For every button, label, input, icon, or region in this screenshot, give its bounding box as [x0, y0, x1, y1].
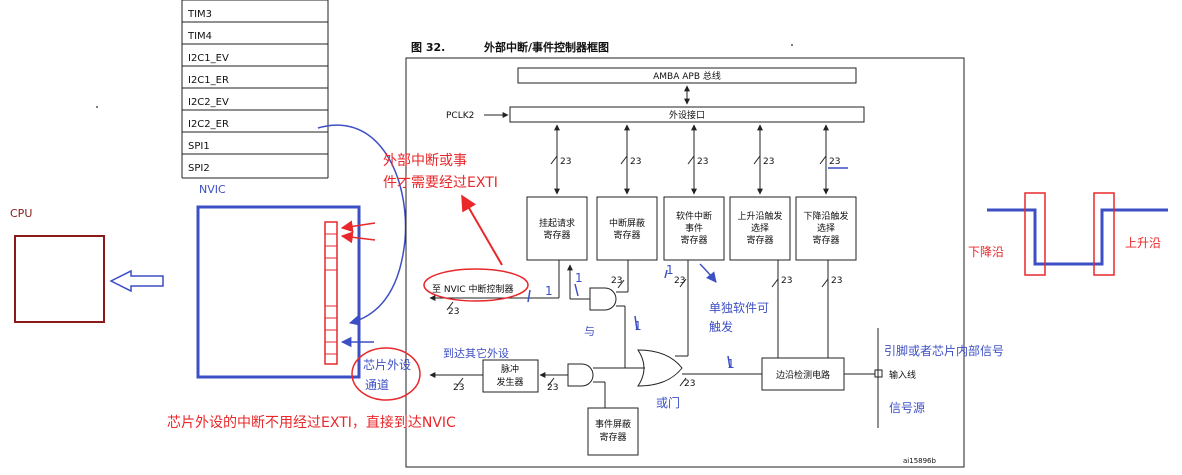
edge-detect-label: 边沿检测电路: [776, 369, 830, 381]
chip-channel-line1: 芯片外设: [363, 358, 411, 372]
figure-code: ai15896b: [903, 457, 937, 465]
svg-text:23: 23: [684, 379, 695, 389]
vector-table-row: SPI2: [188, 163, 210, 174]
or-gate-label: 或门: [656, 395, 680, 410]
register-label: 寄存器: [543, 229, 570, 241]
register-box: [729, 196, 791, 261]
annotation-arrow: [461, 194, 503, 266]
figure-title: 外部中断/事件控制器框图: [483, 40, 609, 54]
one-mark: 1: [666, 263, 674, 277]
nvic-label: NVIC: [199, 183, 226, 196]
register-label: 寄存器: [812, 234, 839, 246]
rising-edge-label: 上升沿: [1125, 236, 1161, 250]
external-only-line1: 外部中断或事: [383, 153, 467, 169]
bus-slash: [550, 155, 558, 165]
vector-table-row: SPI1: [188, 141, 210, 152]
chip-channel-highlight: [351, 347, 421, 401]
input-line-label: 输入线: [889, 369, 916, 381]
bus-slash: [753, 155, 761, 165]
svg-text:发生器: 发生器: [496, 376, 523, 388]
to-other-peripherals: 到达其它外设: [443, 346, 509, 360]
bus-width-label: 23: [560, 157, 571, 167]
vector-table-row: I2C1_EV: [188, 53, 229, 64]
svg-text:23: 23: [831, 276, 842, 286]
register-label: 寄存器: [613, 229, 640, 241]
pclk-label: PCLK2: [446, 111, 474, 121]
edge-waveform: [987, 192, 1168, 276]
nvic-ctrl-highlight: [423, 268, 529, 302]
vector-table-row: I2C1_ER: [188, 75, 229, 86]
chip-channel-line2: 通道: [365, 378, 389, 392]
external-only-line2: 件才需要经过EXTI: [383, 175, 498, 191]
one-mark: 1: [575, 271, 583, 285]
nvic-to-cpu-arrow: [109, 269, 164, 293]
logic-network: [429, 260, 883, 456]
register-label: 寄存器: [746, 234, 773, 246]
register-buses: 23 23 23 23 23: [550, 124, 840, 195]
nvic-block: NVIC: [196, 183, 376, 379]
vector-table-row: I2C2_ER: [188, 119, 229, 130]
one-mark: 1: [545, 284, 553, 298]
bus-width-label: 23: [630, 157, 641, 167]
one-mark: 1: [727, 357, 735, 371]
bus-width-label: 23: [829, 157, 840, 167]
soft-trigger-line1: 单独软件可: [709, 301, 769, 315]
vector-table-row: TIM4: [187, 31, 212, 42]
svg-text:23: 23: [547, 383, 558, 393]
bus-slash: [687, 155, 695, 165]
register-label: 软件中断: [676, 210, 712, 222]
bus-slash: [819, 155, 827, 165]
svg-text:外设接口: 外设接口: [669, 109, 705, 121]
one-mark: 1: [634, 319, 642, 333]
register-label: 选择: [817, 222, 835, 234]
register-box: [526, 196, 588, 261]
register-label: 下降沿触发: [803, 210, 848, 222]
vector-table-row: TIM3: [187, 9, 212, 20]
vector-table-row: I2C2_EV: [188, 97, 229, 108]
bus-width-label: 23: [763, 157, 774, 167]
nvic-controller-label: 至 NVIC 中断控制器: [432, 283, 514, 295]
and-gate-label: 与: [584, 325, 595, 338]
dot-mark: [96, 106, 98, 108]
svg-text:23: 23: [448, 307, 459, 317]
cpu-label: CPU: [10, 207, 32, 220]
register-label: 挂起请求: [539, 217, 575, 229]
signal-source-label: 信号源: [889, 401, 925, 415]
register-label: 中断屏蔽: [609, 217, 645, 229]
svg-text:事件屏蔽: 事件屏蔽: [595, 418, 631, 430]
register-box: [663, 196, 725, 261]
svg-text:23: 23: [611, 276, 622, 286]
amba-bus: AMBA APB 总线: [517, 67, 857, 84]
pin-signal-label: 引脚或者芯片内部信号: [884, 343, 1004, 358]
peripheral-interface: 外设接口 PCLK2: [446, 106, 865, 123]
exti-frame: [405, 57, 965, 468]
soft-trigger-line2: 触发: [709, 319, 733, 334]
bus-width-label: 23: [697, 157, 708, 167]
figure-number: 图 32.: [411, 41, 445, 54]
register-row: 挂起请求寄存器中断屏蔽寄存器软件中断事件寄存器上升沿触发选择寄存器下降沿触发选择…: [526, 196, 857, 261]
dot-mark: [791, 44, 793, 46]
svg-text:AMBA APB 总线: AMBA APB 总线: [653, 70, 721, 82]
logic-labels: 23 23 23 23 23 23 23 23 至 NVIC 中断控制器 脉冲 …: [432, 276, 937, 465]
register-box: [795, 196, 857, 261]
svg-text:23: 23: [781, 276, 792, 286]
register-box: [596, 196, 658, 261]
figure-header: 图 32. 外部中断/事件控制器框图: [411, 40, 609, 54]
falling-edge-label: 下降沿: [968, 245, 1004, 259]
annotation-texts: 外部中断或事 件才需要经过EXTI 芯片外设 通道 芯片外设的中断不用经过EXT…: [167, 153, 1161, 431]
register-label: 选择: [751, 222, 769, 234]
svg-text:寄存器: 寄存器: [599, 431, 626, 443]
svg-text:23: 23: [453, 383, 464, 393]
blue-annotations: [527, 167, 848, 369]
svg-text:23: 23: [674, 276, 685, 286]
cpu-block: CPU: [10, 207, 105, 323]
register-label: 上升沿触发: [737, 210, 782, 222]
register-label: 寄存器: [680, 234, 707, 246]
svg-text:脉冲: 脉冲: [501, 363, 519, 375]
bus-slash: [620, 155, 628, 165]
chip-direct-annotation: 芯片外设的中断不用经过EXTI，直接到达NVIC: [167, 414, 456, 431]
register-label: 事件: [685, 222, 703, 234]
